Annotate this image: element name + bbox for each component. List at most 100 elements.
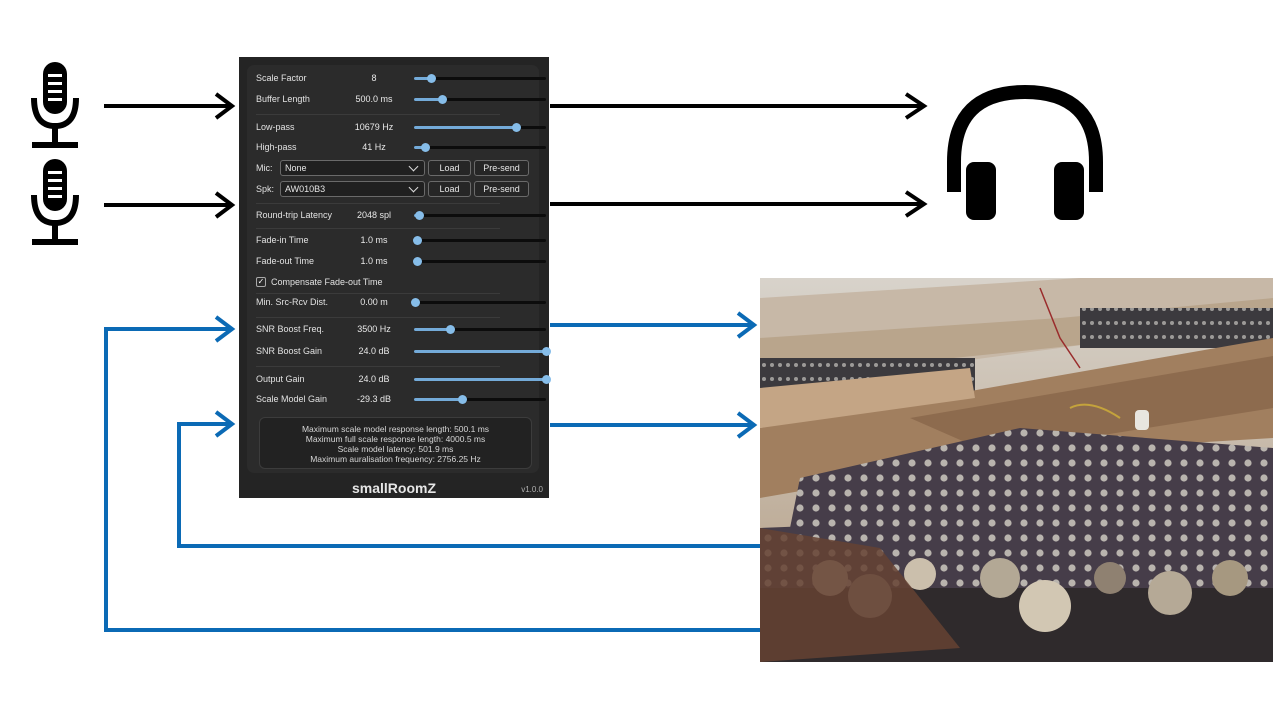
spk-selected: AW010B3 bbox=[285, 184, 326, 194]
slider-thumb[interactable] bbox=[427, 74, 437, 83]
slider-thumb[interactable] bbox=[412, 236, 422, 245]
info-box: Maximum scale model response length: 500… bbox=[259, 417, 532, 469]
fade-in-time-value: 1.0 ms bbox=[360, 235, 388, 245]
slider-thumb[interactable] bbox=[511, 123, 521, 132]
spk-label: Spk: bbox=[256, 184, 275, 194]
snr-boost-freq-slider[interactable] bbox=[414, 325, 546, 334]
high-pass-value: 41 Hz bbox=[362, 142, 386, 152]
round-trip-latency-row: Round-trip Latency 2048 spl bbox=[256, 206, 546, 226]
snr-boost-gain-label: SNR Boost Gain bbox=[256, 346, 323, 356]
model-to-plugin-return-outer bbox=[104, 327, 760, 632]
divider bbox=[256, 114, 500, 115]
chevron-down-icon bbox=[408, 182, 419, 193]
spk-dropdown[interactable]: AW010B3 bbox=[280, 181, 425, 197]
scale-factor-label: Scale Factor bbox=[256, 73, 307, 83]
min-src-rcv-dist-row: Min. Src-Rcv Dist. 0.00 m bbox=[256, 293, 546, 313]
buffer-length-label: Buffer Length bbox=[256, 94, 310, 104]
slider-thumb[interactable] bbox=[420, 143, 430, 152]
plugin-brand-title: smallRoomZ bbox=[351, 480, 436, 496]
divider bbox=[256, 293, 500, 294]
microphone-icon bbox=[31, 62, 79, 148]
output-gain-value: 24.0 dB bbox=[358, 374, 390, 384]
mic-selected: None bbox=[285, 163, 307, 173]
scale-model-gain-value: -29.3 dB bbox=[356, 394, 392, 404]
mic-dropdown[interactable]: None bbox=[280, 160, 425, 176]
compensate-checkbox[interactable]: ✓ bbox=[256, 277, 266, 287]
scale-model-gain-row: Scale Model Gain -29.3 dB bbox=[256, 390, 546, 410]
scale-factor-row: Scale Factor 8 bbox=[256, 69, 546, 89]
snr-boost-freq-row: SNR Boost Freq. 3500 Hz bbox=[256, 320, 546, 340]
divider bbox=[256, 366, 500, 367]
spk-presend-button[interactable]: Pre-send bbox=[474, 181, 529, 197]
slider-thumb[interactable] bbox=[542, 375, 551, 384]
compensate-fade-out-row: ✓ Compensate Fade-out Time bbox=[256, 273, 530, 293]
fade-out-time-value: 1.0 ms bbox=[360, 256, 388, 266]
info-line: Scale model latency: 501.9 ms bbox=[337, 444, 454, 454]
compensate-label: Compensate Fade-out Time bbox=[271, 277, 383, 287]
spk-load-button[interactable]: Load bbox=[428, 181, 471, 197]
min-src-rcv-dist-label: Min. Src-Rcv Dist. bbox=[256, 297, 328, 307]
round-trip-latency-slider[interactable] bbox=[414, 211, 546, 220]
snr-boost-gain-slider[interactable] bbox=[414, 347, 551, 356]
round-trip-latency-value: 2048 spl bbox=[356, 210, 392, 220]
high-pass-row: High-pass 41 Hz bbox=[256, 138, 546, 158]
fade-in-time-row: Fade-in Time 1.0 ms bbox=[256, 231, 546, 251]
slider-thumb[interactable] bbox=[411, 298, 421, 307]
slider-thumb[interactable] bbox=[457, 395, 467, 404]
mic-presend-button[interactable]: Pre-send bbox=[474, 160, 529, 176]
plugin-controls-area bbox=[247, 65, 539, 473]
mic-row: Mic: None Load Pre-send bbox=[256, 160, 530, 180]
snr-boost-freq-value: 3500 Hz bbox=[357, 324, 391, 334]
high-pass-label: High-pass bbox=[256, 142, 297, 152]
fade-out-time-label: Fade-out Time bbox=[256, 256, 315, 266]
divider bbox=[256, 228, 500, 229]
info-line: Maximum auralisation frequency: 2756.25 … bbox=[310, 454, 481, 464]
microphone-icon bbox=[31, 159, 79, 245]
low-pass-value: 10679 Hz bbox=[354, 122, 394, 132]
snr-boost-gain-value: 24.0 dB bbox=[358, 346, 390, 356]
info-line: Maximum scale model response length: 500… bbox=[301, 424, 490, 434]
divider bbox=[256, 317, 500, 318]
smallroomz-plugin-window: Scale Factor 8 Buffer Length 500.0 ms Lo… bbox=[239, 57, 551, 498]
min-src-rcv-dist-slider[interactable] bbox=[411, 298, 546, 307]
output-gain-label: Output Gain bbox=[256, 374, 305, 384]
low-pass-slider[interactable] bbox=[414, 123, 546, 132]
fade-in-time-label: Fade-in Time bbox=[256, 235, 309, 245]
plugin-version: v1.0.0 bbox=[521, 485, 543, 494]
output-gain-row: Output Gain 24.0 dB bbox=[256, 370, 551, 390]
scale-model-gain-label: Scale Model Gain bbox=[256, 394, 328, 404]
mic-load-button[interactable]: Load bbox=[428, 160, 471, 176]
scale-model-hall-photo bbox=[760, 278, 1273, 662]
output-gain-slider[interactable] bbox=[414, 375, 551, 384]
low-pass-label: Low-pass bbox=[256, 122, 295, 132]
low-pass-row: Low-pass 10679 Hz bbox=[256, 118, 546, 138]
snr-boost-gain-row: SNR Boost Gain 24.0 dB bbox=[256, 342, 551, 362]
slider-thumb[interactable] bbox=[412, 257, 422, 266]
buffer-length-value: 500.0 ms bbox=[355, 94, 393, 104]
high-pass-slider[interactable] bbox=[414, 143, 546, 152]
buffer-length-row: Buffer Length 500.0 ms bbox=[256, 90, 546, 110]
slider-thumb[interactable] bbox=[437, 95, 447, 104]
slider-thumb[interactable] bbox=[542, 347, 551, 356]
fade-out-time-row: Fade-out Time 1.0 ms bbox=[256, 252, 546, 272]
mic-label: Mic: bbox=[256, 163, 273, 173]
scale-factor-slider[interactable] bbox=[414, 74, 546, 83]
fade-in-time-slider[interactable] bbox=[412, 236, 546, 245]
snr-boost-freq-label: SNR Boost Freq. bbox=[256, 324, 325, 334]
round-trip-latency-label: Round-trip Latency bbox=[256, 210, 333, 220]
slider-thumb[interactable] bbox=[445, 325, 455, 334]
fade-out-time-slider[interactable] bbox=[412, 257, 546, 266]
scale-model-hall-illustration bbox=[760, 278, 1273, 662]
model-to-plugin-return-inner bbox=[177, 422, 760, 548]
scale-model-gain-slider[interactable] bbox=[414, 395, 546, 404]
info-line: Maximum full scale response length: 4000… bbox=[305, 434, 486, 444]
slider-thumb[interactable] bbox=[415, 211, 425, 220]
headphones-icon bbox=[947, 84, 1103, 220]
divider bbox=[256, 203, 500, 204]
spk-row: Spk: AW010B3 Load Pre-send bbox=[256, 181, 530, 201]
chevron-down-icon bbox=[408, 161, 419, 172]
buffer-length-slider[interactable] bbox=[414, 95, 546, 104]
scale-factor-value: 8 bbox=[371, 73, 377, 83]
min-src-rcv-dist-value: 0.00 m bbox=[360, 297, 388, 307]
